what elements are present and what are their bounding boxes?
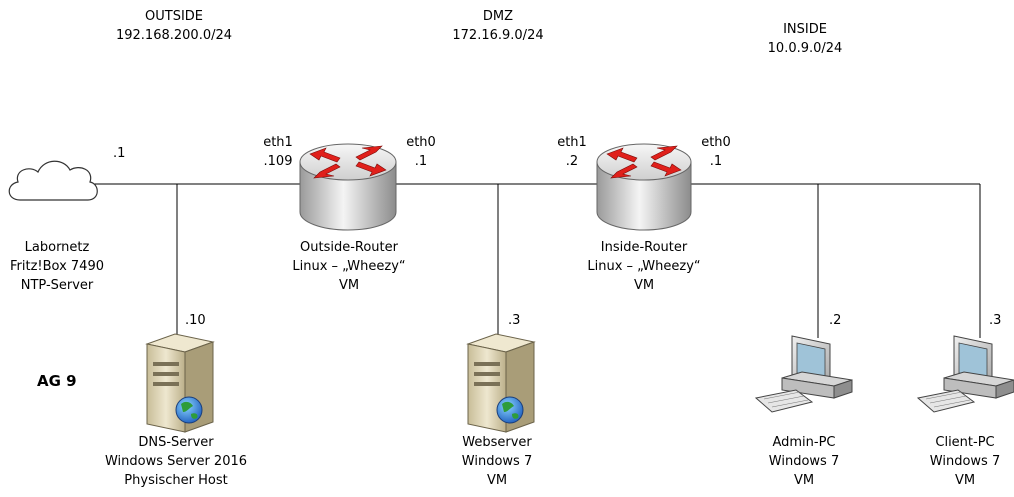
zone-outside: OUTSIDE 192.168.200.0/24 (116, 7, 232, 45)
client-pc-line3: VM (954, 473, 976, 488)
zone-inside: INSIDE 10.0.9.0/24 (768, 20, 843, 58)
dns-server-line3: Physischer Host (124, 473, 228, 488)
inside-router-line2: Linux – „Wheezy“ (587, 259, 701, 274)
outside-router-line3: VM (338, 278, 360, 293)
webserver-line1: Webserver (462, 435, 532, 450)
outside-router-eth1-name: eth1 (263, 135, 293, 150)
admin-pc-label: Admin-PC Windows 7 VM (769, 433, 839, 490)
admin-pc-ip: .2 (829, 313, 842, 328)
cloud-icon (8, 160, 98, 201)
zone-dmz: DMZ 172.16.9.0/24 (452, 7, 543, 45)
outside-router-eth0: eth0 .1 (406, 133, 436, 171)
zone-outside-name: OUTSIDE (145, 9, 203, 24)
cloud-label: Labornetz Fritz!Box 7490 NTP-Server (10, 238, 104, 295)
dns-server-icon (145, 333, 215, 433)
outside-router-eth1: eth1 .109 (263, 133, 293, 171)
inside-router-eth0: eth0 .1 (701, 133, 731, 171)
outside-router-label: Outside-Router Linux – „Wheezy“ VM (292, 238, 405, 295)
cloud-ip: .1 (113, 146, 126, 161)
client-pc-line2: Windows 7 (929, 454, 1001, 469)
client-pc-label: Client-PC Windows 7 VM (930, 433, 1000, 490)
webserver-icon (466, 333, 536, 433)
zone-inside-subnet: 10.0.9.0/24 (767, 41, 843, 56)
dns-server-ip: .10 (185, 313, 206, 328)
inside-router-icon (596, 143, 692, 231)
client-pc-line1: Client-PC (935, 435, 995, 450)
inside-router-eth1-name: eth1 (557, 135, 587, 150)
dns-server-line1: DNS-Server (138, 435, 214, 450)
inside-router-eth0-name: eth0 (701, 135, 731, 150)
zone-dmz-name: DMZ (482, 9, 514, 24)
webserver-ip: .3 (508, 313, 521, 328)
admin-pc-line3: VM (793, 473, 815, 488)
inside-router-line3: VM (633, 278, 655, 293)
outside-router-eth0-ip: .1 (414, 154, 428, 169)
webserver-line2: Windows 7 (461, 454, 533, 469)
zone-outside-subnet: 192.168.200.0/24 (115, 28, 233, 43)
admin-pc-line1: Admin-PC (772, 435, 836, 450)
inside-router-label: Inside-Router Linux – „Wheezy“ VM (587, 238, 700, 295)
outside-router-line2: Linux – „Wheezy“ (292, 259, 406, 274)
inside-router-eth1: eth1 .2 (557, 133, 587, 171)
outside-router-eth0-name: eth0 (406, 135, 436, 150)
inside-router-line1: Inside-Router (600, 240, 688, 255)
webserver-label: Webserver Windows 7 VM (462, 433, 532, 490)
dns-server-line2: Windows Server 2016 (104, 454, 248, 469)
cloud-label-line2: Fritz!Box 7490 (9, 259, 105, 274)
outside-router-line1: Outside-Router (300, 240, 398, 255)
outside-router-eth1-ip: .109 (263, 154, 293, 169)
client-pc-icon (916, 335, 1014, 413)
network-lines (82, 183, 981, 338)
client-pc-ip: .3 (989, 313, 1002, 328)
cloud-label-line3: NTP-Server (20, 278, 94, 293)
dns-server-label: DNS-Server Windows Server 2016 Physische… (105, 433, 247, 490)
inside-router-eth0-ip: .1 (709, 154, 723, 169)
zone-inside-name: INSIDE (783, 22, 827, 37)
admin-pc-line2: Windows 7 (768, 454, 840, 469)
outside-router-icon (299, 143, 397, 231)
inside-router-eth1-ip: .2 (565, 154, 579, 169)
zone-dmz-subnet: 172.16.9.0/24 (452, 28, 544, 43)
cloud-label-line1: Labornetz (24, 240, 90, 255)
admin-pc-icon (754, 335, 853, 413)
webserver-line3: VM (486, 473, 508, 488)
group-label: AG 9 (37, 372, 77, 390)
